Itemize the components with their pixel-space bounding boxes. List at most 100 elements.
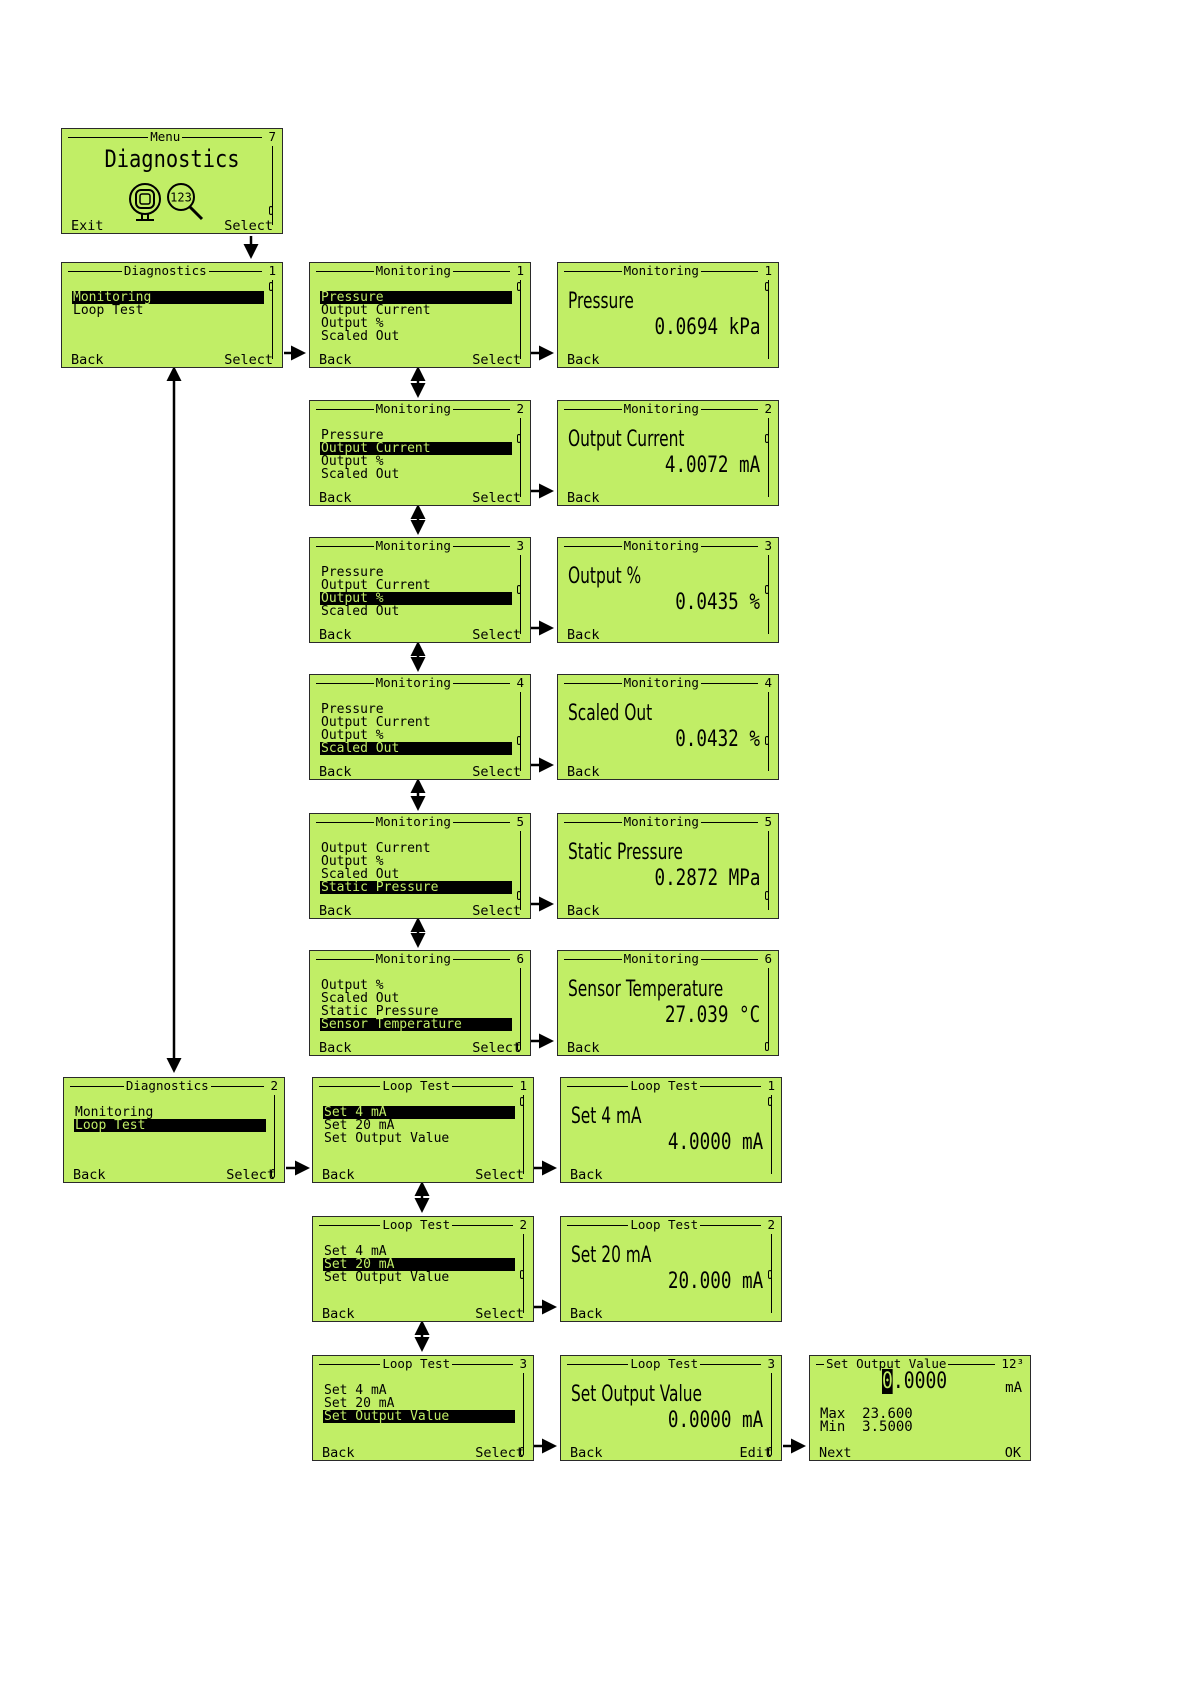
list-item[interactable]: Scaled Out <box>321 468 400 481</box>
scrollbar[interactable] <box>517 555 524 634</box>
list-item[interactable]: Set Output Value <box>324 1132 450 1145</box>
scrollbar-thumb[interactable] <box>765 282 769 291</box>
scrollbar-thumb[interactable] <box>517 585 521 594</box>
scrollbar-thumb[interactable] <box>765 1042 769 1051</box>
list-item[interactable]: Static Pressure <box>321 1005 439 1018</box>
list-item[interactable]: Scaled Out <box>320 742 512 755</box>
list-item[interactable]: Pressure <box>320 291 512 304</box>
left-softkey[interactable]: Back <box>322 1167 355 1183</box>
left-softkey[interactable]: Back <box>567 1040 600 1056</box>
scrollbar-thumb[interactable] <box>765 736 769 745</box>
left-softkey[interactable]: Back <box>567 764 600 780</box>
scrollbar-thumb[interactable] <box>768 1447 772 1456</box>
list-item[interactable]: Set 20 mA <box>324 1397 395 1410</box>
right-softkey[interactable]: OK <box>1004 1445 1021 1461</box>
left-softkey[interactable]: Next <box>819 1445 852 1461</box>
list-item[interactable]: Output Current <box>321 579 431 592</box>
list-item[interactable]: Output Current <box>321 716 431 729</box>
list-item[interactable]: Output % <box>320 592 512 605</box>
right-softkey[interactable]: Select <box>472 352 521 368</box>
scrollbar[interactable] <box>765 418 772 497</box>
scrollbar-thumb[interactable] <box>765 585 769 594</box>
right-softkey[interactable]: Select <box>475 1445 524 1461</box>
scrollbar-thumb[interactable] <box>517 736 521 745</box>
list-item[interactable]: Pressure <box>321 429 384 442</box>
right-softkey[interactable]: Edit <box>739 1445 772 1461</box>
scrollbar[interactable] <box>517 418 524 497</box>
scrollbar-thumb[interactable] <box>768 1270 772 1279</box>
scrollbar[interactable] <box>271 1095 278 1178</box>
scrollbar[interactable] <box>765 280 772 359</box>
left-softkey[interactable]: Back <box>570 1445 603 1461</box>
left-softkey[interactable]: Back <box>567 352 600 368</box>
scrollbar[interactable] <box>517 831 524 910</box>
scrollbar[interactable] <box>768 1373 775 1456</box>
scrollbar-thumb[interactable] <box>768 1097 772 1106</box>
right-softkey[interactable]: Select <box>475 1167 524 1183</box>
cursor-digit[interactable]: 0 <box>882 1369 893 1394</box>
scrollbar[interactable] <box>517 692 524 771</box>
scrollbar[interactable] <box>520 1234 527 1313</box>
scrollbar[interactable] <box>269 280 276 359</box>
scrollbar[interactable] <box>765 968 772 1051</box>
list-item[interactable]: Set 4 mA <box>324 1384 387 1397</box>
list-item[interactable]: Output % <box>321 729 384 742</box>
list-item[interactable]: Pressure <box>321 566 384 579</box>
scrollbar[interactable] <box>765 692 772 771</box>
scrollbar-thumb[interactable] <box>520 1097 524 1106</box>
left-softkey[interactable]: Back <box>319 1040 352 1056</box>
list-item[interactable]: Output % <box>321 317 384 330</box>
scrollbar[interactable] <box>517 280 524 359</box>
left-softkey[interactable]: Back <box>567 490 600 506</box>
list-item[interactable]: Output Current <box>321 304 431 317</box>
list-item[interactable]: Pressure <box>321 703 384 716</box>
list-item[interactable]: Output % <box>321 979 384 992</box>
list-item[interactable]: Set 4 mA <box>323 1106 515 1119</box>
left-softkey[interactable]: Back <box>319 490 352 506</box>
list-item[interactable]: Scaled Out <box>321 330 400 343</box>
scrollbar[interactable] <box>520 1373 527 1456</box>
left-softkey[interactable]: Back <box>567 903 600 919</box>
scrollbar[interactable] <box>768 1095 775 1174</box>
right-softkey[interactable]: Select <box>472 627 521 643</box>
scrollbar-thumb[interactable] <box>517 1042 521 1051</box>
right-softkey[interactable]: Select <box>475 1306 524 1322</box>
output-value-editor[interactable]: 0.0000 <box>882 1369 947 1394</box>
right-softkey[interactable]: Select <box>472 903 521 919</box>
list-item[interactable]: Output Current <box>321 842 431 855</box>
select-softkey[interactable]: Select <box>224 218 273 234</box>
scrollbar[interactable] <box>765 555 772 634</box>
list-item[interactable]: Scaled Out <box>321 605 400 618</box>
list-item[interactable]: Output % <box>321 855 384 868</box>
list-item[interactable]: Sensor Temperature <box>320 1018 512 1031</box>
right-softkey[interactable]: Select <box>226 1167 275 1183</box>
scrollbar-thumb[interactable] <box>269 282 273 291</box>
scrollbar-thumb[interactable] <box>765 891 769 900</box>
left-softkey[interactable]: Back <box>319 352 352 368</box>
list-item[interactable]: Set 20 mA <box>324 1119 395 1132</box>
scrollbar-thumb[interactable] <box>520 1270 524 1279</box>
left-softkey[interactable]: Back <box>71 352 104 368</box>
left-softkey[interactable]: Back <box>73 1167 106 1183</box>
list-item[interactable]: Set Output Value <box>324 1271 450 1284</box>
list-item[interactable]: Output % <box>321 455 384 468</box>
list-item[interactable]: Monitoring <box>72 291 264 304</box>
scrollbar[interactable] <box>765 831 772 910</box>
left-softkey[interactable]: Back <box>319 627 352 643</box>
scrollbar[interactable] <box>517 968 524 1051</box>
list-item[interactable]: Output Current <box>320 442 512 455</box>
right-softkey[interactable]: Select <box>224 352 273 368</box>
left-softkey[interactable]: Back <box>319 764 352 780</box>
left-softkey[interactable]: Back <box>567 627 600 643</box>
left-softkey[interactable]: Back <box>570 1167 603 1183</box>
left-softkey[interactable]: Back <box>322 1445 355 1461</box>
list-item[interactable]: Scaled Out <box>321 868 400 881</box>
scrollbar[interactable] <box>520 1095 527 1174</box>
left-softkey[interactable]: Back <box>570 1306 603 1322</box>
list-item[interactable]: Set Output Value <box>323 1410 515 1423</box>
right-softkey[interactable]: Select <box>472 490 521 506</box>
exit-softkey[interactable]: Exit <box>71 218 104 234</box>
list-item[interactable]: Set 20 mA <box>323 1258 515 1271</box>
scrollbar-thumb[interactable] <box>517 282 521 291</box>
scrollbar-thumb[interactable] <box>517 434 521 443</box>
